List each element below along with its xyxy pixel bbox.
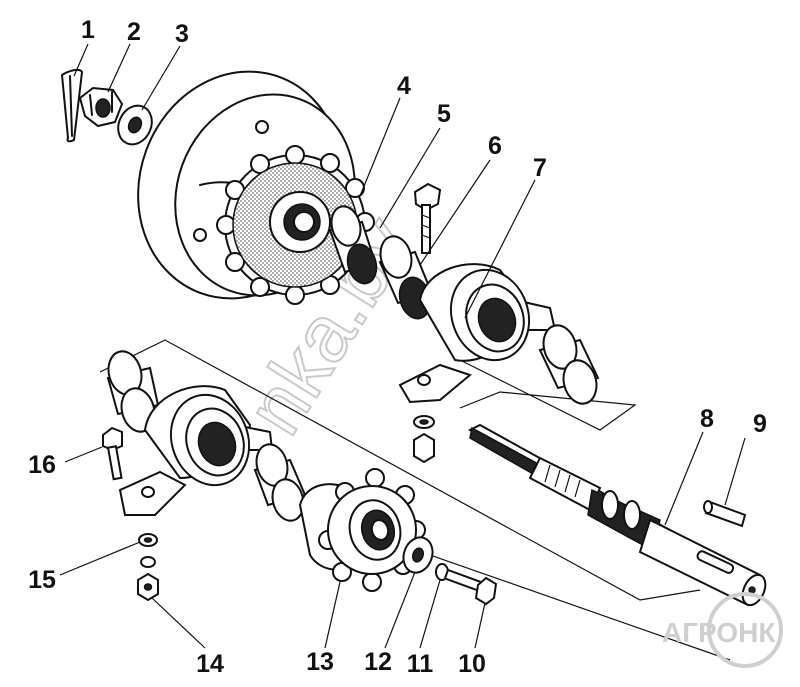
callout-5: 5: [437, 100, 451, 128]
castle-nut: [78, 86, 124, 128]
callout-11: 11: [407, 650, 434, 678]
callout-10: 10: [458, 650, 486, 678]
callout-2: 2: [127, 18, 141, 46]
upper-bolt: [413, 182, 442, 254]
bearing-sleeve: [378, 235, 434, 320]
callout-8: 8: [700, 405, 714, 433]
callout-labels: 1 2 3 4 5 6 7 8 9 10 11 12 13 14 15 16: [28, 16, 767, 678]
upper-washer-nut: [413, 415, 435, 464]
pillow-block-bearing-lower: [118, 385, 274, 516]
lower-lockwasher: [140, 556, 156, 568]
callout-9: 9: [753, 410, 767, 438]
pillow-block-bearing-upper: [398, 263, 557, 404]
lower-washer: [138, 533, 158, 547]
agronk-logo: АГРОНК: [662, 592, 783, 668]
spacer-bushing: [328, 205, 378, 285]
driven-sprocket: [298, 468, 426, 592]
callout-14: 14: [196, 650, 224, 678]
callout-3: 3: [175, 20, 189, 48]
shaft-key: [703, 500, 747, 528]
leader-lines: [59, 43, 746, 649]
cotter-pin: [61, 68, 83, 143]
callout-7: 7: [533, 154, 547, 182]
callout-1: 1: [81, 16, 95, 44]
callout-6: 6: [488, 132, 502, 160]
splined-shaft: [467, 423, 767, 607]
logo-text: АГРОНК: [662, 617, 776, 648]
lower-nut: [137, 572, 159, 602]
lower-bolt: [102, 426, 123, 481]
left-bushing: [106, 350, 160, 433]
callout-4: 4: [397, 72, 411, 100]
callout-16: 16: [28, 451, 56, 479]
callout-13: 13: [306, 648, 334, 676]
sprocket-bolt: [443, 568, 498, 606]
callout-12: 12: [364, 648, 392, 676]
lower-bushing: [253, 443, 307, 522]
drive-sprocket: [216, 145, 375, 305]
right-bushing: [538, 324, 600, 405]
sprocket-washer: [402, 536, 434, 574]
callout-15: 15: [28, 566, 56, 594]
